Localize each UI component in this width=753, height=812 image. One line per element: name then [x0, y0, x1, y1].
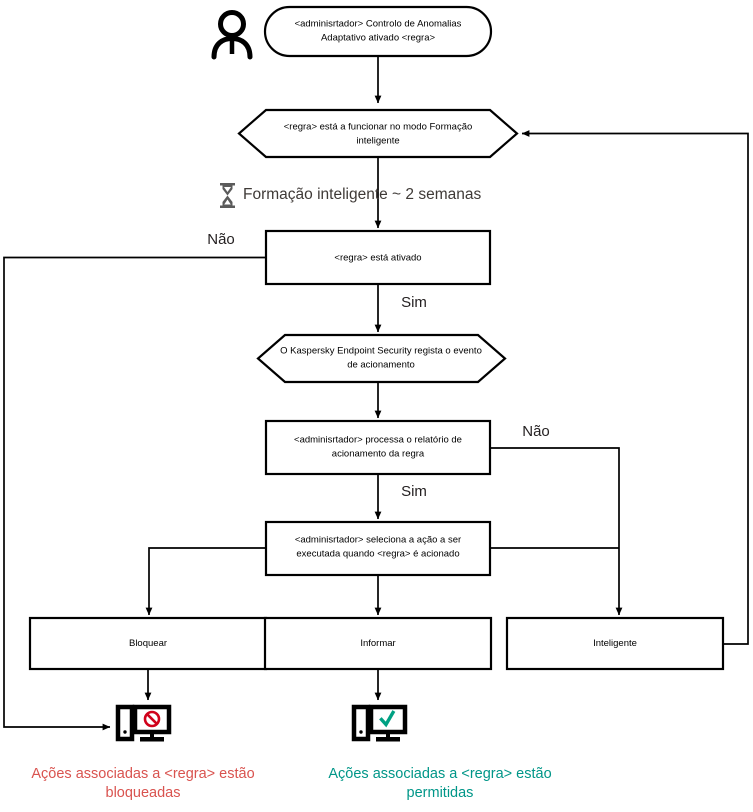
node-report-line-1: <adminisrtador> processa o relatório de — [294, 435, 462, 446]
connector-rule-disabled-to-blocked — [3, 256, 266, 731]
node-start: <adminisrtador> Controlo de Anomalias Ad… — [263, 5, 493, 58]
annotation-text: Formação inteligente ~ 2 semanas — [243, 186, 481, 203]
node-admin-processes-report: <adminisrtador> processa o relatório de … — [264, 419, 492, 476]
caption-blocked-line-1: Ações associadas a <regra> estão — [31, 766, 254, 782]
node-kes-line-2: de acionamento — [347, 360, 415, 371]
node-rule-enabled-line-1: <regra> está ativado — [334, 253, 421, 264]
node-action-block: Bloquear — [28, 616, 268, 671]
annotation-smart-training-duration: Formação inteligente ~ 2 semanas — [220, 183, 481, 208]
edge-label-no-report: Não — [522, 423, 550, 440]
node-select-action-line-2: executada quando <regra> é acionado — [296, 549, 459, 560]
node-select-action-line-1: <adminisrtador> seleciona a ação a ser — [295, 535, 461, 546]
node-kes-logs-event: O Kaspersky Endpoint Security regista o … — [256, 333, 507, 384]
caption-blocked-line-2: bloqueadas — [106, 785, 181, 801]
node-report-line-2: acionamento da regra — [332, 449, 425, 460]
caption-blocked: Ações associadas a <regra> estão bloquea… — [31, 766, 254, 801]
connector-smart-feedback-loop — [521, 130, 749, 645]
computer-blocked-icon — [115, 704, 172, 742]
node-kes-line-1: O Kaspersky Endpoint Security regista o … — [280, 346, 482, 357]
edge-label-no-rule-enabled: Não — [207, 231, 235, 248]
node-action-smart: Inteligente — [505, 616, 725, 671]
node-admin-selects-action: <adminisrtador> seleciona a ação a ser e… — [264, 520, 492, 577]
caption-allowed-line-1: Ações associadas a <regra> estão — [328, 766, 551, 782]
node-training-line-1: <regra> está a funcionar no modo Formaçã… — [284, 122, 473, 133]
caption-allowed: Ações associadas a <regra> estão permiti… — [328, 766, 551, 801]
hourglass-icon — [220, 183, 235, 208]
node-smart-training-mode: <regra> está a funcionar no modo Formaçã… — [237, 108, 519, 159]
connector-report-no-to-smart — [490, 447, 623, 616]
node-training-line-2: inteligente — [356, 136, 399, 147]
node-start-line-2: Adaptativo ativado <regra> — [321, 33, 436, 44]
node-start-line-1: <adminisrtador> Controlo de Anomalias — [295, 19, 462, 30]
edge-label-yes-report: Sim — [401, 483, 427, 500]
computer-allowed-icon — [351, 704, 408, 742]
node-action-smart-label: Inteligente — [593, 638, 637, 649]
node-action-inform: Informar — [263, 616, 493, 671]
caption-allowed-line-2: permitidas — [407, 785, 474, 801]
connector-action-to-block — [145, 547, 266, 616]
node-action-block-label: Bloquear — [129, 638, 167, 649]
node-action-inform-label: Informar — [360, 638, 395, 649]
edge-label-yes-rule-enabled: Sim — [401, 294, 427, 311]
node-rule-enabled: <regra> está ativado — [264, 229, 492, 286]
actor-administrator-icon — [211, 10, 253, 60]
